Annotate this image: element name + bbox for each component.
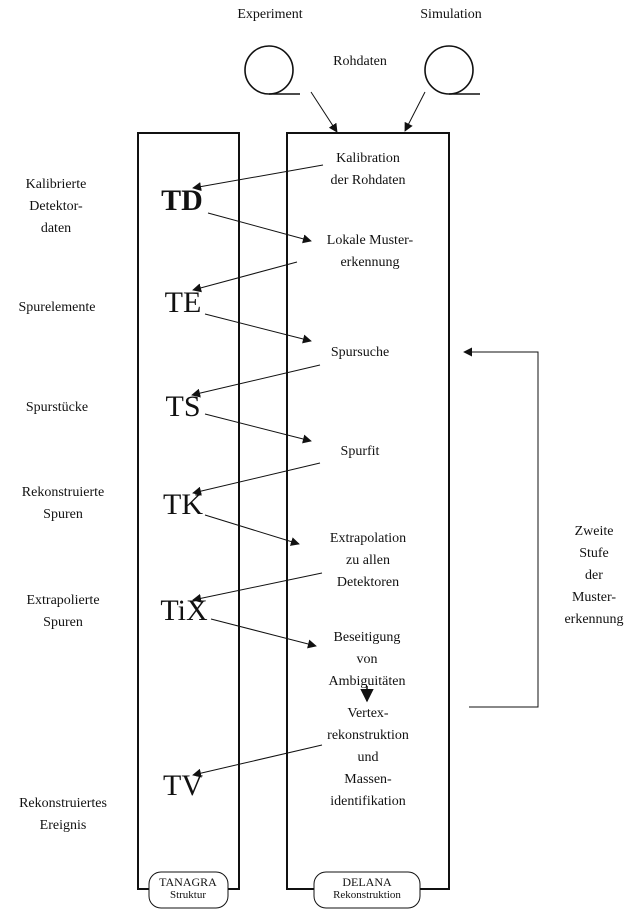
label-spurelemente: Spurelemente [18, 300, 96, 315]
tix-to-beseitigung-arrow [210, 618, 317, 649]
extrap-to-tix-arrow [192, 572, 323, 603]
bank-td: TD [161, 184, 203, 217]
step-spurfit: Spurfit [340, 444, 380, 459]
experiment-label: Experiment [237, 7, 303, 22]
td-to-muster-arrow [207, 212, 312, 244]
delana-label-box [313, 871, 421, 909]
simulation-arrow [404, 91, 426, 132]
ts-to-spurfit-arrow [204, 413, 312, 444]
bank-tk: TK [163, 488, 203, 521]
label-spurstuecke: Spurstücke [25, 400, 89, 415]
muster-to-te-arrow [192, 261, 298, 293]
spurfit-to-tk-arrow [192, 462, 321, 496]
experiment-arrow [310, 91, 338, 133]
simulation-tape-icon [424, 45, 480, 95]
bank-tv: TV [163, 769, 203, 802]
tk-to-extrap-arrow [204, 514, 300, 546]
te-to-spursuche-arrow [204, 313, 312, 344]
step-lokale-mustererkennung: Lokale Muster-erkennung [326, 233, 414, 270]
feedback-loop-line [463, 347, 539, 708]
experiment-tape-icon [244, 45, 300, 95]
calib-to-td-arrow [192, 164, 324, 192]
bank-te: TE [164, 286, 202, 319]
step-spursuche: Spursuche [330, 345, 390, 360]
rohdaten-label: Rohdaten [333, 54, 387, 69]
bank-ts: TS [165, 390, 201, 423]
simulation-label: Simulation [420, 7, 482, 22]
vertex-to-tv-arrow [192, 744, 323, 778]
spursuche-to-ts-arrow [191, 364, 321, 398]
bank-tix: TiX [160, 594, 208, 627]
tanagra-label-box [148, 871, 229, 909]
